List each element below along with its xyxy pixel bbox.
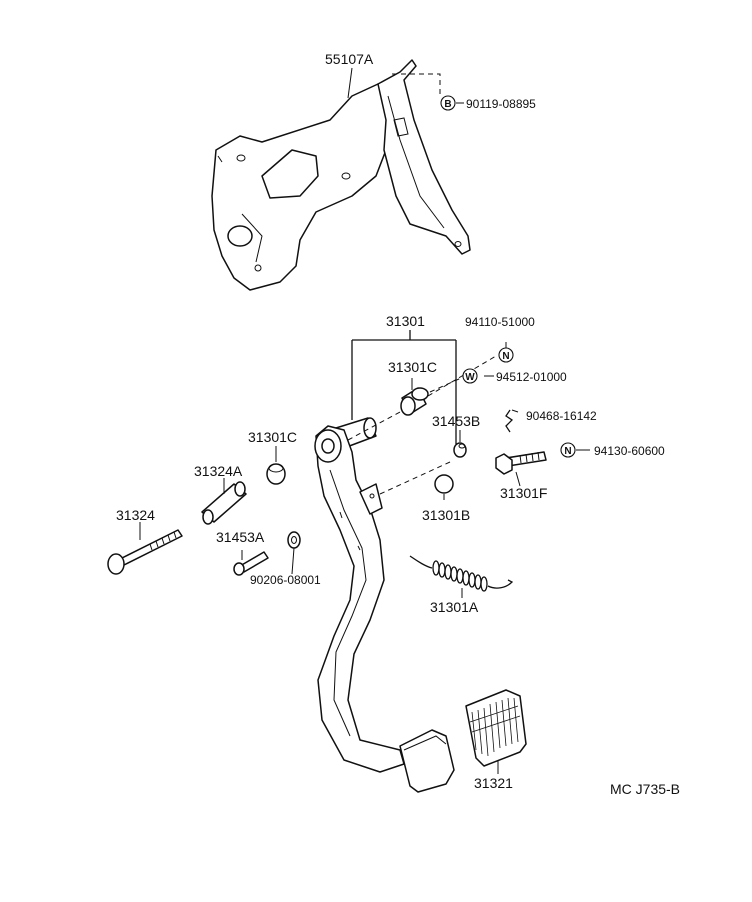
brake-pedal-arm bbox=[314, 417, 455, 793]
label-94512-01000: 94512-01000 bbox=[496, 370, 567, 384]
assembly-lines bbox=[139, 67, 590, 774]
pedal-pad bbox=[465, 689, 527, 767]
bushing-31301c-upper bbox=[400, 387, 429, 416]
bolt-31301f bbox=[495, 451, 547, 475]
label-55107a: 55107A bbox=[325, 51, 374, 67]
svg-text:N: N bbox=[502, 351, 509, 362]
bushing-31301c-lower bbox=[266, 463, 286, 485]
collar-31324a bbox=[201, 481, 247, 525]
label-94110-51000: 94110-51000 bbox=[465, 315, 535, 329]
label-31301b: 31301B bbox=[422, 507, 470, 523]
label-31453b: 31453B bbox=[432, 413, 480, 429]
label-31324a: 31324A bbox=[194, 463, 243, 479]
label-31321: 31321 bbox=[474, 775, 513, 791]
label-90119-08895: 90119-08895 bbox=[466, 97, 536, 111]
pedal-support-bracket bbox=[211, 59, 471, 291]
return-spring-31301a bbox=[409, 555, 514, 592]
symbol-n-upper: N bbox=[498, 347, 514, 363]
label-31324: 31324 bbox=[116, 507, 155, 523]
pin-31453a bbox=[233, 551, 269, 576]
label-31453a: 31453A bbox=[216, 529, 265, 545]
bolt-31324 bbox=[107, 529, 183, 575]
label-31301a: 31301A bbox=[430, 599, 479, 615]
stopper-31301b bbox=[434, 474, 454, 494]
label-31301f: 31301F bbox=[500, 485, 547, 501]
symbol-w: W bbox=[462, 368, 478, 384]
clip-90206-08001 bbox=[287, 531, 301, 549]
cushion-31453b bbox=[453, 442, 467, 458]
svg-text:W: W bbox=[465, 372, 475, 383]
label-90468-16142: 90468-16142 bbox=[526, 409, 597, 423]
label-31301: 31301 bbox=[386, 313, 425, 329]
label-90206-08001: 90206-08001 bbox=[250, 573, 321, 587]
reference-code: MC J735-B bbox=[610, 781, 680, 797]
label-31301c-upper: 31301C bbox=[388, 359, 437, 375]
label-31301c-lower: 31301C bbox=[248, 429, 297, 445]
symbol-n-lower: N bbox=[560, 442, 576, 458]
svg-text:B: B bbox=[444, 99, 451, 110]
clip-90468-16142 bbox=[505, 409, 519, 433]
symbol-b: B bbox=[440, 95, 456, 111]
label-94130-60600: 94130-60600 bbox=[594, 444, 665, 458]
svg-text:N: N bbox=[564, 446, 571, 457]
